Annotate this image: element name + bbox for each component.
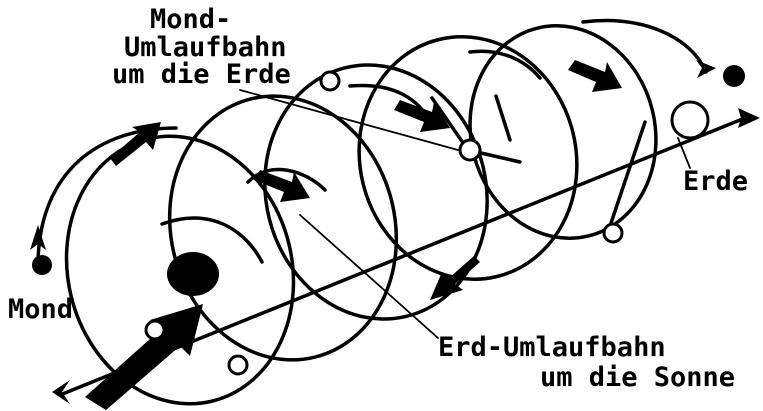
earth-circle-icon (672, 102, 708, 138)
moon-label: Mond (8, 296, 73, 324)
earth-orbit-label-line2: um die Sonne (540, 364, 735, 392)
direction-arrow-icon (738, 108, 760, 128)
moon-orbit-label-line3: um die Erde (112, 61, 291, 89)
arrowhead-spiral-right (696, 60, 716, 78)
earth-position-2 (460, 140, 480, 160)
moon-position-1 (321, 72, 339, 90)
moon-dot-icon-right (723, 65, 745, 87)
moon-position-2 (604, 224, 622, 242)
motion-arrow-3 (394, 100, 450, 132)
moon-spiral-inner-1 (162, 218, 262, 262)
moon-spiral-arc-left (38, 128, 176, 262)
earth-orbit-label-line1: Erd-Umlaufbahn (438, 334, 666, 362)
moon-spiral-arc-right (583, 21, 706, 72)
moon-position-4 (146, 321, 164, 339)
sun-dot-icon (167, 252, 219, 296)
moon-position-3 (229, 356, 247, 374)
motion-arrow-1 (110, 122, 161, 166)
spoke-3 (496, 96, 510, 140)
earth-label: Erde (683, 168, 748, 196)
moon-dot-icon (32, 255, 52, 275)
motion-arrow-4 (568, 60, 622, 92)
moon-orbit-label-line1: Mond- (150, 6, 231, 34)
